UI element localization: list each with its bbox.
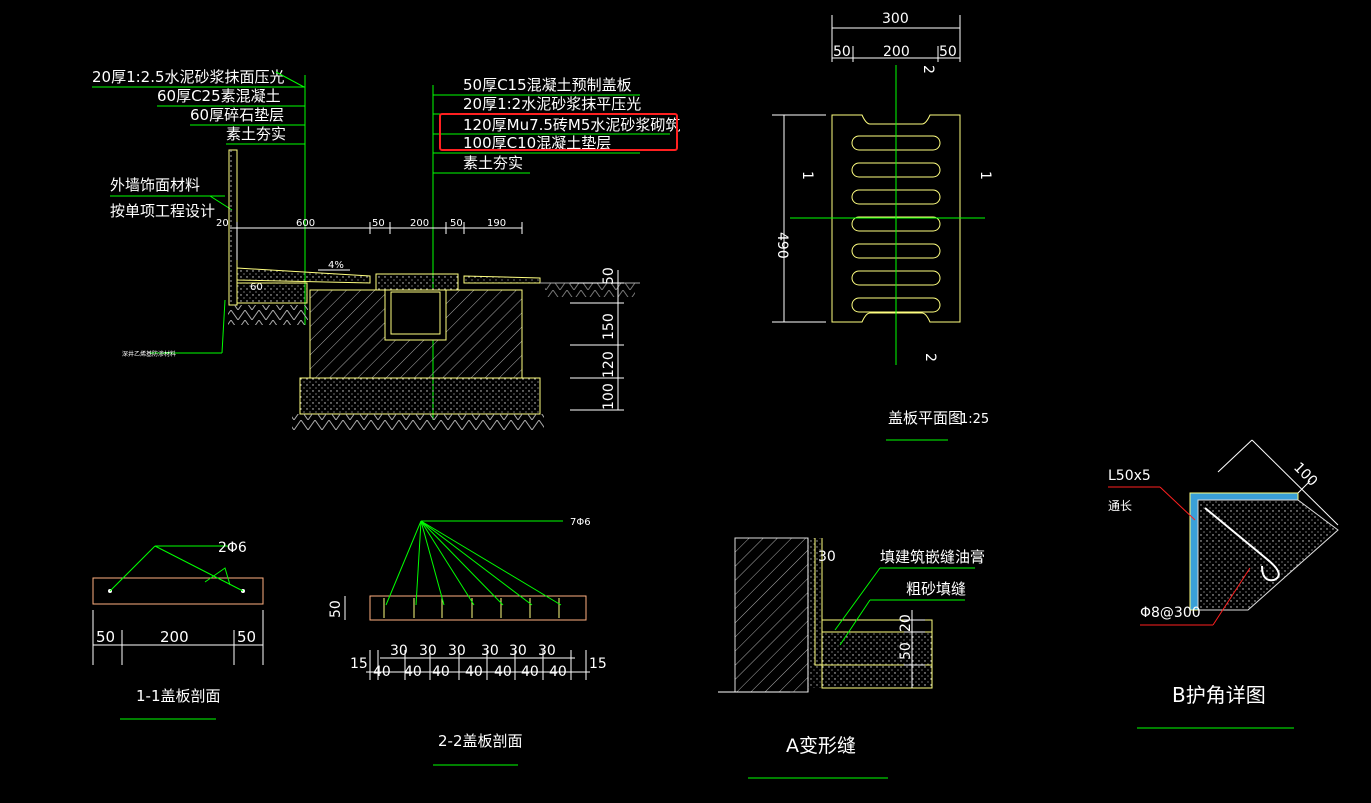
right-label-2: 20厚1:2水泥砂浆抹平压光 <box>463 95 641 113</box>
sec11-dim-200: 200 <box>160 628 189 646</box>
dim-200: 200 <box>410 218 429 229</box>
corner-angle: L50x5 <box>1108 468 1151 484</box>
sec22-dim-top: 30 <box>419 643 437 659</box>
plan-cut-2-bottom: 2 <box>922 353 938 362</box>
section-2-2: 7Φ6 50 30 30 30 30 30 30 15 40 40 40 40 40 40 40 15 2… <box>328 517 607 766</box>
sec22-dim-bottom: 40 <box>494 664 512 680</box>
dim-50b: 50 <box>450 218 463 229</box>
corner-title: B护角详图 <box>1172 683 1266 707</box>
sec22-dim-top: 30 <box>509 643 527 659</box>
plan-cut-1-left: 1 <box>799 171 815 180</box>
sec22-leader <box>385 520 422 606</box>
sec22-dim-bottom: 40 <box>404 664 422 680</box>
sec22-leader <box>420 520 445 606</box>
corner-rebar: Φ8@300 <box>1140 605 1201 621</box>
sec22-dim-bottom: 15 <box>589 656 607 672</box>
left-label-3: 60厚碎石垫层 <box>190 106 284 124</box>
joint-dim-30: 30 <box>818 549 836 565</box>
sec22-leader <box>420 520 504 606</box>
sec22-dim-bottom: 40 <box>549 664 567 680</box>
left-label-1: 20厚1:2.5水泥砂浆抹面压光 <box>92 68 285 86</box>
wall-note-1: 外墙饰面材料 <box>110 176 200 194</box>
plan-title: 盖板平面图 <box>888 409 963 427</box>
sec22-dim-top: 30 <box>448 643 466 659</box>
small-note: 深井乙烯基防渗材料 <box>122 350 176 358</box>
sec11-title: 1-1盖板剖面 <box>136 687 221 705</box>
sec11-dim-50b: 50 <box>237 628 256 646</box>
highlight-box <box>439 113 678 151</box>
sec22-dim-top: 30 <box>390 643 408 659</box>
vdim-50: 50 <box>601 267 617 285</box>
plan-dim-200: 200 <box>883 44 910 60</box>
joint-dim-20: 20 <box>898 614 914 632</box>
right-label-3: 120厚Mu7.5砖M5水泥砂浆砌筑 <box>463 116 680 134</box>
main-section: 20厚1:2.5水泥砂浆抹面压光 60厚C25素混凝土 60厚碎石垫层 素土夯实… <box>92 68 680 430</box>
plan-view: 300 50 200 50 490 2 2 1 1 盖板平面图 1:25 <box>772 11 993 441</box>
plan-cut-1-right: 1 <box>977 171 993 180</box>
sec22-dim-50: 50 <box>328 600 344 618</box>
vdim-150: 150 <box>601 313 617 340</box>
vdim-120: 120 <box>601 351 617 378</box>
joint-title: A变形缝 <box>786 735 856 757</box>
sec22-dim-bottom: 40 <box>465 664 483 680</box>
right-label-5: 素土夯实 <box>463 154 523 172</box>
sec11-dim-50a: 50 <box>96 628 115 646</box>
plan-dim-300: 300 <box>882 11 909 27</box>
sec22-dim-bottom: 40 <box>521 664 539 680</box>
sec22-leader <box>420 520 475 606</box>
left-label-2: 60厚C25素混凝土 <box>157 87 281 105</box>
sec11-rebar: 2Φ6 <box>218 540 247 556</box>
corner-dim-100: 100 <box>1290 460 1320 490</box>
sec22-dim-top: 30 <box>538 643 556 659</box>
sec22-rebar: 7Φ6 <box>570 517 591 528</box>
sec22-dim-bottom: 40 <box>432 664 450 680</box>
sec22-dim-top: 30 <box>481 643 499 659</box>
plan-cut-2-top: 2 <box>920 65 936 74</box>
joint-dim-50: 50 <box>898 642 914 660</box>
section-1-1: 2Φ6 50 200 50 1-1盖板剖面 <box>92 540 264 720</box>
right-label-1: 50厚C15混凝土预制盖板 <box>463 76 632 94</box>
corner-anchor: 通长 <box>1108 499 1132 513</box>
slope-label: 4% <box>328 260 344 271</box>
right-label-4: 100厚C10混凝土垫层 <box>463 134 611 152</box>
sec22-leader <box>420 520 533 606</box>
sec22-dim-bottom: 40 <box>373 664 391 680</box>
left-label-4: 素土夯实 <box>226 125 286 143</box>
sec22-leader <box>415 520 422 606</box>
plan-dim-50a: 50 <box>833 44 851 60</box>
joint-label-2: 粗砂填缝 <box>906 580 966 598</box>
dim-190: 190 <box>487 218 506 229</box>
corner-b: 100 L50x5 通长 Φ8@300 B护角详图 <box>1108 439 1339 729</box>
plan-scale: 1:25 <box>960 412 989 427</box>
dim-20: 20 <box>216 218 229 229</box>
wall-note-2: 按单项工程设计 <box>110 202 215 220</box>
joint-label-1: 填建筑嵌缝油膏 <box>880 548 985 566</box>
sec22-leader <box>420 520 562 606</box>
plan-dim-490: 490 <box>774 232 790 259</box>
joint-a: 填建筑嵌缝油膏 粗砂填缝 30 20 50 A变形缝 <box>718 537 985 779</box>
sec22-dim-bottom: 15 <box>350 656 368 672</box>
vdim-100: 100 <box>601 383 617 410</box>
sec22-title: 2-2盖板剖面 <box>438 732 523 750</box>
dim-50a: 50 <box>372 218 385 229</box>
plan-dim-50b: 50 <box>939 44 957 60</box>
dim-600: 600 <box>296 218 315 229</box>
